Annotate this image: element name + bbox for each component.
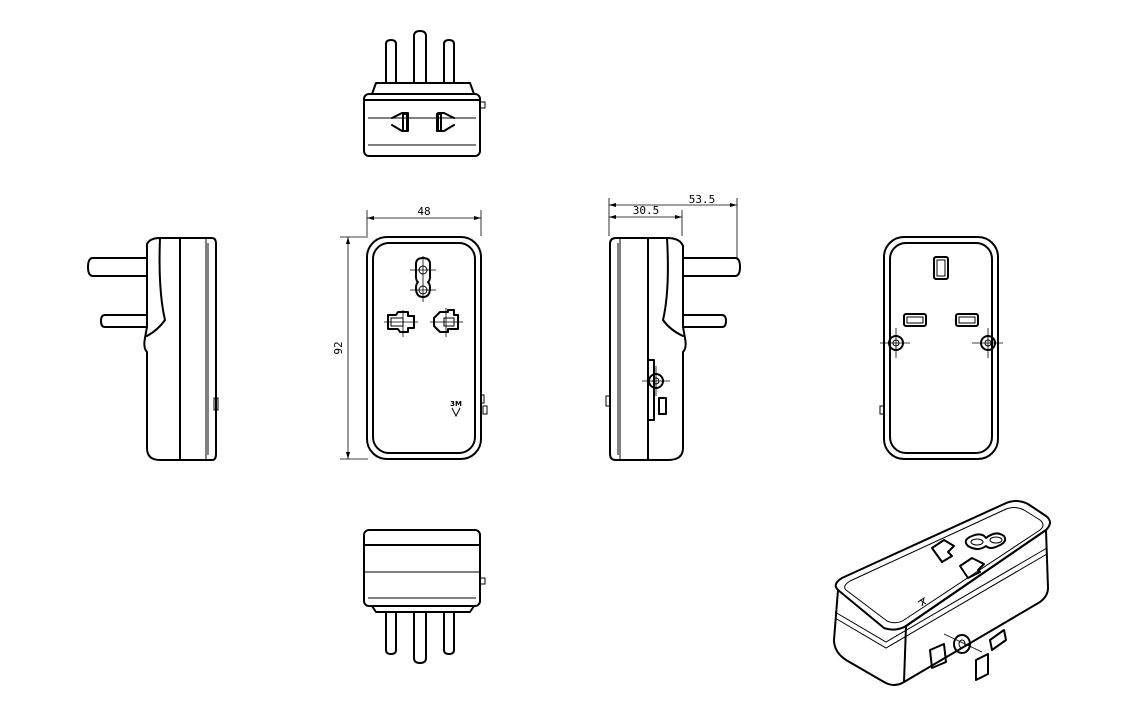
right-view-pin-upper	[682, 257, 741, 277]
flat-slot-left	[384, 310, 418, 337]
right-view-switch	[658, 397, 667, 415]
top-view-pin-right	[443, 39, 455, 84]
iso-pin-stub	[989, 629, 1007, 651]
iso-top-face	[834, 500, 1051, 631]
front-logo-marking: 3M	[450, 400, 462, 408]
top-view-pin-base	[371, 82, 475, 95]
front-view-body	[366, 236, 482, 460]
iso-side-screw	[953, 634, 971, 654]
iso-slot-left	[931, 539, 955, 563]
left-side-view	[87, 237, 219, 461]
iso-round-holes	[964, 532, 1007, 550]
iso-front-side	[833, 589, 907, 686]
right-view-pin-lower	[682, 314, 727, 328]
right-view-side-panel	[647, 359, 655, 421]
back-view-slot-left	[903, 313, 927, 327]
height-dimension-label: 92	[332, 341, 345, 354]
width-dimension-label: 48	[417, 205, 430, 218]
bottom-view-pin-base	[371, 605, 475, 613]
back-view-slot-right	[955, 313, 979, 327]
top-view-pin-left	[385, 39, 397, 84]
top-view-pin-center	[413, 30, 427, 84]
right-view-body	[609, 237, 687, 461]
iso-side-panel	[929, 643, 947, 669]
left-view-pin-upper	[87, 257, 148, 277]
bottom-view-pin-left	[385, 611, 397, 655]
iso-logo-mark	[917, 596, 927, 607]
overall-depth-label: 53.5	[689, 193, 716, 206]
back-view-earth-slot	[933, 256, 949, 280]
back-view-body	[883, 236, 999, 460]
left-view-curve	[146, 237, 166, 337]
left-view-pin-lower	[100, 314, 148, 328]
top-view	[363, 30, 486, 157]
front-view-faceplate	[372, 242, 476, 454]
bottom-view-pin-center	[413, 611, 427, 664]
body-depth-label: 30.5	[633, 204, 660, 217]
isometric-view	[833, 500, 1051, 686]
bottom-view-pin-right	[443, 611, 455, 655]
iso-slot-right	[959, 557, 985, 579]
top-view-slot-left	[391, 112, 409, 132]
back-view	[879, 236, 1003, 460]
right-view-curve	[662, 237, 684, 337]
iso-right-side	[903, 529, 1049, 683]
left-view-body	[143, 237, 217, 461]
round-pin-holes	[410, 256, 436, 302]
back-view-inner-outline	[889, 242, 993, 454]
right-side-view: 30.5 53.5	[605, 193, 741, 461]
back-view-screw-right	[980, 335, 996, 351]
top-view-body	[363, 93, 481, 157]
bottom-view-body	[363, 529, 481, 607]
back-view-screw-left	[888, 335, 904, 351]
flat-slot-right	[430, 308, 463, 337]
front-view: 48 92	[332, 205, 488, 460]
right-view-screw	[648, 373, 664, 389]
bottom-view	[363, 529, 486, 664]
